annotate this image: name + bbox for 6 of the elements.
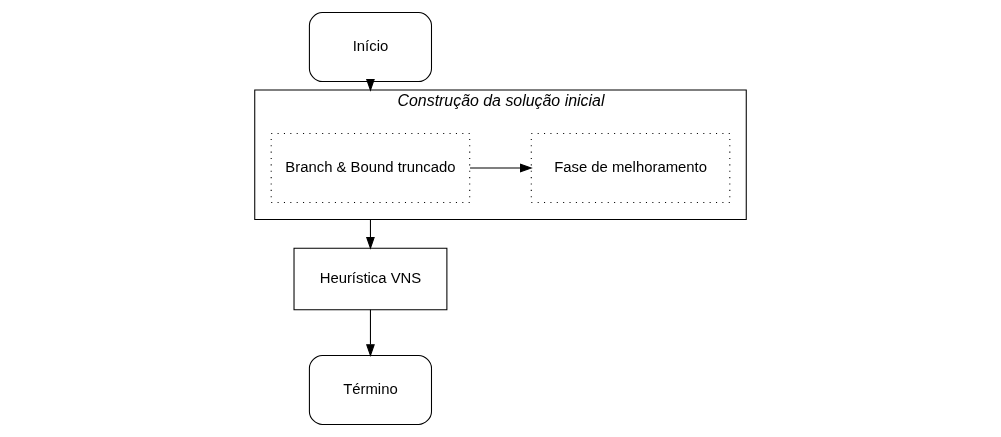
node-box: Branch & Bound truncado xyxy=(270,133,471,204)
arrow xyxy=(469,163,533,173)
arrow xyxy=(366,309,375,357)
node-box: Heurística VNS xyxy=(293,247,448,311)
node-box: Fase de melhoramento xyxy=(530,133,731,204)
node-box: Término xyxy=(308,354,433,425)
